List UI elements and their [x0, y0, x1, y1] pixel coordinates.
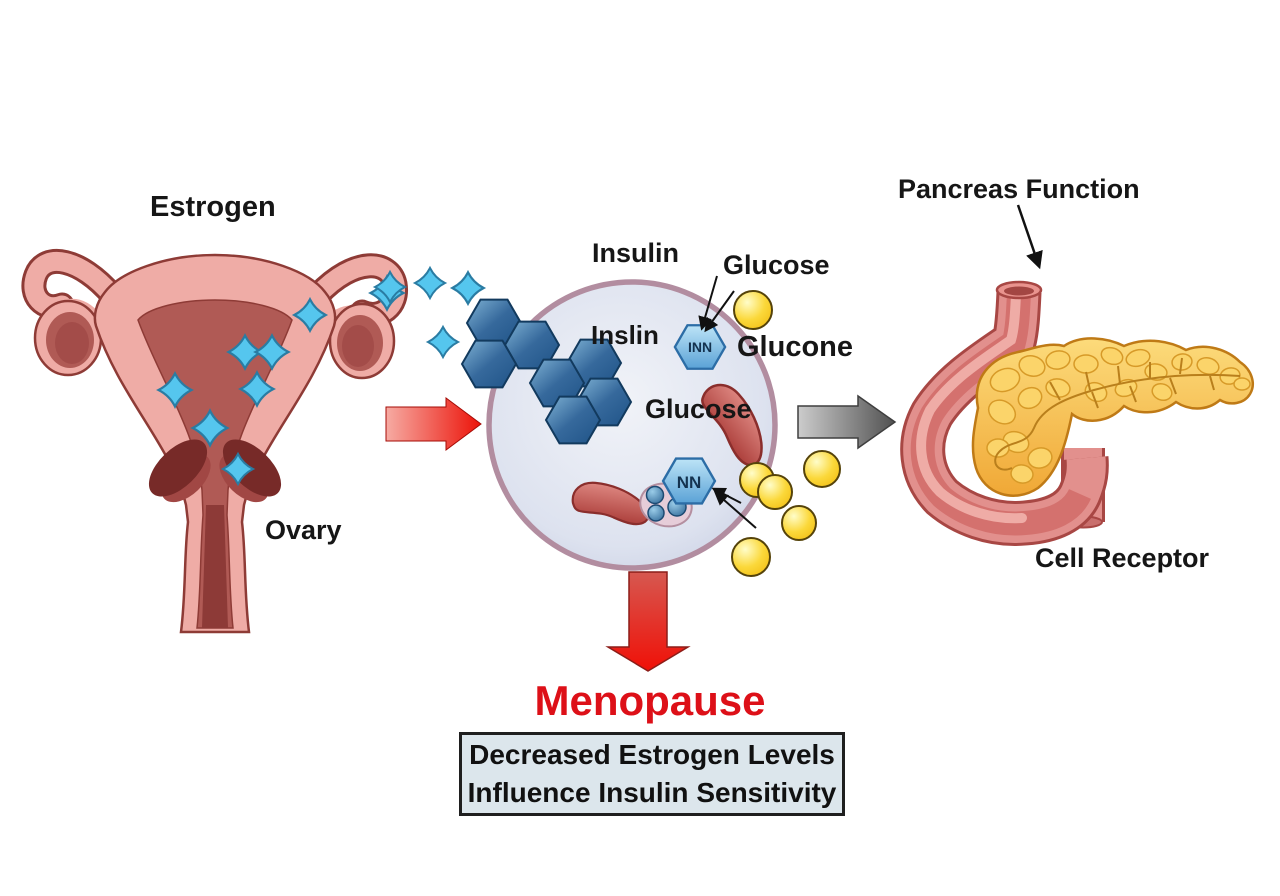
inslin-label: Inslin	[591, 320, 659, 350]
uterus-illustration	[21, 249, 408, 634]
gray-arrow-right	[797, 394, 897, 450]
insulin-granule	[647, 504, 665, 522]
note-line-1: Decreased Estrogen Levels	[469, 739, 835, 770]
ovary-right	[328, 302, 396, 380]
receptor-nn: NN	[661, 457, 717, 505]
menopause-note-box: Decreased Estrogen Levels Influence Insu…	[459, 732, 845, 816]
cell-receptor-label: Cell Receptor	[1035, 543, 1210, 573]
glucose-sphere	[731, 537, 771, 577]
cell-illustration: INN NN	[461, 275, 841, 577]
pancreas-illustration	[900, 204, 1254, 546]
glucose-pointer-arrow	[704, 290, 735, 333]
ovary-label: Ovary	[265, 515, 342, 545]
estrogen-diamond	[414, 267, 446, 299]
glucose-cell-label: Glucose	[645, 394, 752, 424]
pancreas-function-label: Pancreas Function	[898, 174, 1140, 204]
estrogen-diamond	[427, 326, 459, 358]
glucose-membrane-label: Glucose	[723, 250, 830, 280]
inn-text: INN	[688, 339, 712, 355]
glucone-label: Glucone	[737, 331, 854, 363]
insulin-label: Insulin	[592, 238, 679, 268]
red-arrow-right	[385, 397, 482, 451]
note-line-2: Influence Insulin Sensitivity	[467, 777, 837, 808]
glucose-spheres	[731, 290, 841, 577]
red-arrow-down	[605, 571, 691, 672]
pancreatic-duct	[994, 357, 1241, 471]
glucose-sphere	[781, 505, 817, 541]
nn-pointer-arrow	[713, 491, 757, 529]
cervical-canal	[202, 505, 228, 628]
duodenum	[900, 280, 1109, 546]
glucose-sphere	[757, 474, 793, 510]
glucose-sphere	[733, 290, 773, 330]
glucose-sphere	[803, 450, 841, 488]
nn-text: NN	[677, 473, 702, 492]
ovary-left	[33, 299, 103, 377]
menopause-title: Menopause	[534, 677, 766, 724]
insulin-granule	[645, 485, 665, 505]
receptor-inn: INN	[673, 324, 727, 370]
pointer-arrows	[698, 275, 757, 529]
estrogen-diamond	[451, 271, 485, 305]
pancreas-pointer-arrow	[1016, 204, 1043, 270]
estrogen-label: Estrogen	[150, 191, 276, 223]
